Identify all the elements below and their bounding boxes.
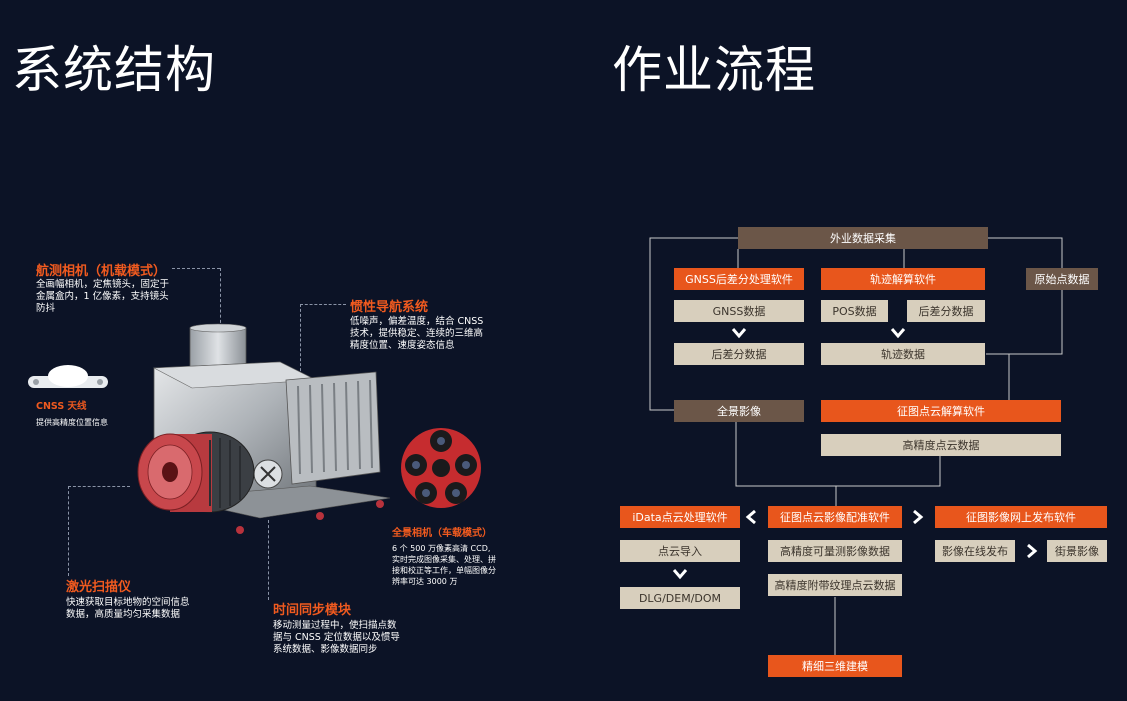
chevron-down-icon <box>672 569 688 580</box>
antenna-illustration <box>28 365 108 388</box>
point-cloud-import-box: 点云导入 <box>620 540 740 562</box>
section-title-structure: 系统结构 <box>12 41 216 99</box>
leader-line <box>300 304 346 305</box>
post-diff-data-box: 后差分数据 <box>907 300 985 322</box>
ins-desc: 低噪声，偏差温度，结合 CNSS 技术，提供稳定、连续的三维高 精度位置、速度姿… <box>350 316 484 351</box>
post-diff-result-box: 后差分数据 <box>674 343 804 365</box>
pano-camera-desc: 6 个 500 万像素高清 CCD, 实时完成图像采集、处理、拼 接和校正等工作… <box>392 544 496 586</box>
idata-software-box: iData点云处理软件 <box>620 506 740 528</box>
ins-title: 惯性导航系统 <box>350 300 429 315</box>
chevron-right-icon <box>1027 543 1038 559</box>
hp-point-cloud-box: 高精度点云数据 <box>821 434 1061 456</box>
panoramic-camera-illustration <box>401 428 481 508</box>
gnss-data-box: GNSS数据 <box>674 300 804 322</box>
laser-scanner-title: 激光扫描仪 <box>66 580 132 595</box>
leader-line <box>68 486 69 576</box>
section-title-workflow: 作业流程 <box>612 41 816 99</box>
registration-software-box: 征图点云影像配准软件 <box>768 506 902 528</box>
raw-point-data-box: 原始点数据 <box>1026 268 1098 290</box>
aerial-camera-desc: 全画幅相机，定焦镜头，固定于 金属盒内，1 亿像素，支持镜头 防抖 <box>36 279 170 314</box>
pano-camera-title: 全景相机（车载模式） <box>392 528 492 539</box>
point-cloud-solver-box: 征图点云解算软件 <box>821 400 1061 422</box>
leader-line <box>300 304 301 376</box>
trajectory-data-box: 轨迹数据 <box>821 343 985 365</box>
antenna-title: CNSS 天线 <box>36 401 87 412</box>
chevron-right-icon <box>913 509 924 525</box>
leader-line <box>268 520 269 600</box>
pos-data-box: POS数据 <box>821 300 888 322</box>
chevron-left-icon <box>745 509 756 525</box>
textured-point-cloud-box: 高精度附带纹理点云数据 <box>768 574 902 596</box>
dlg-dem-dom-box: DLG/DEM/DOM <box>620 587 740 609</box>
time-sync-title: 时间同步模块 <box>273 603 352 618</box>
gnss-postprocess-software-box: GNSS后差分处理软件 <box>674 268 804 290</box>
street-view-box: 街景影像 <box>1047 540 1107 562</box>
measurable-image-box: 高精度可量测影像数据 <box>768 540 902 562</box>
leader-line <box>68 486 130 487</box>
field-data-collection-box: 外业数据采集 <box>738 227 988 249</box>
aerial-camera-title: 航测相机（机载模式） <box>36 264 167 279</box>
chevron-down-icon <box>731 328 747 339</box>
antenna-desc: 提供高精度位置信息 <box>36 418 108 427</box>
trajectory-solver-box: 轨迹解算软件 <box>821 268 985 290</box>
lidar-device-illustration <box>137 323 391 534</box>
time-sync-desc: 移动测量过程中，使扫描点数 据与 CNSS 定位数据以及惯导 系统数据、影像数据… <box>273 620 400 655</box>
3d-modeling-box: 精细三维建模 <box>768 655 902 677</box>
leader-line <box>220 268 221 328</box>
panoramic-image-box: 全景影像 <box>674 400 804 422</box>
leader-line <box>172 268 220 269</box>
laser-scanner-desc: 快速获取目标地物的空间信息 数据，高质量均匀采集数据 <box>66 597 190 620</box>
online-publishing-box: 影像在线发布 <box>935 540 1015 562</box>
chevron-down-icon <box>890 328 906 339</box>
publishing-software-box: 征图影像网上发布软件 <box>935 506 1107 528</box>
